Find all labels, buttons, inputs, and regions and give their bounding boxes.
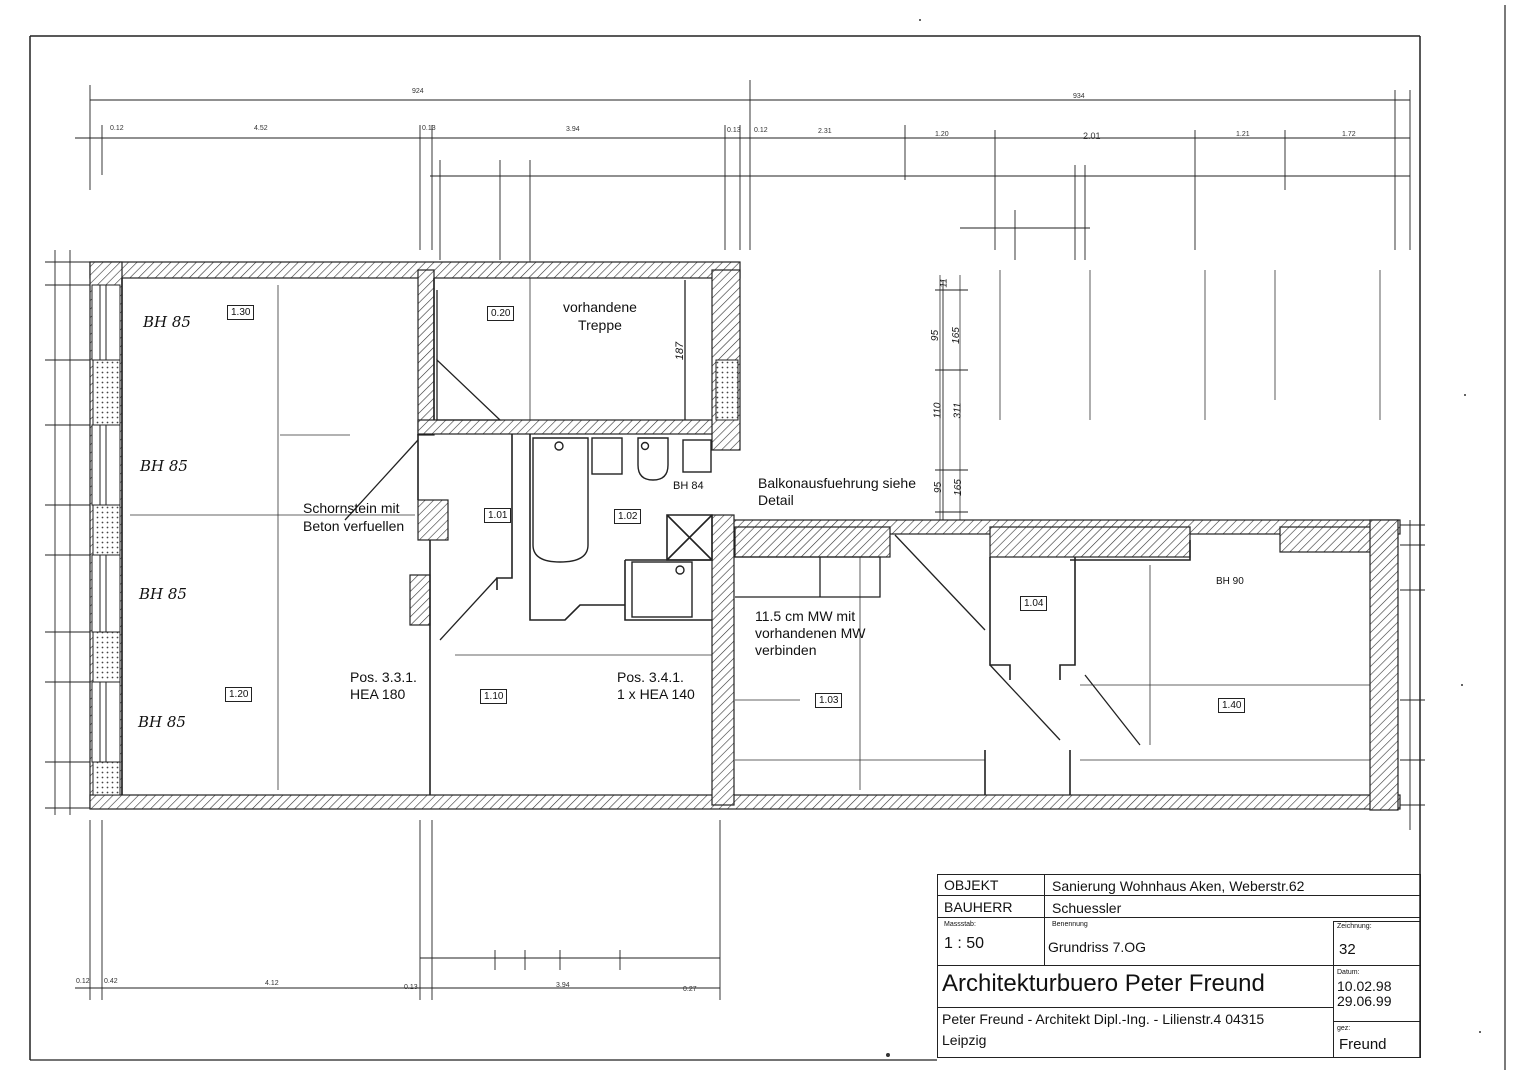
note-balcony: Balkonausfuehrung siehe Detail bbox=[758, 475, 917, 508]
top-dimension-lines bbox=[75, 80, 1411, 260]
drawing-number-label: Zeichnung: bbox=[1337, 923, 1372, 930]
drawing-name: Grundriss 7.OG bbox=[1048, 939, 1147, 955]
sheet-marks bbox=[886, 19, 1481, 1057]
room-number-1-10: 1.10 bbox=[480, 689, 508, 704]
window-height-label: BH 85 bbox=[139, 585, 187, 603]
office-address: Peter Freund - Architekt Dipl.-Ing. - Li… bbox=[942, 1011, 1265, 1027]
bauherr-label: BAUHERR bbox=[944, 899, 1013, 915]
drawing-number: 32 bbox=[1339, 941, 1356, 958]
dimension-top: 1.20 bbox=[935, 131, 949, 138]
bottom-dimension-lines bbox=[75, 820, 721, 1000]
dimension-top: 0.12 bbox=[110, 125, 124, 132]
dimension-top: 1.72 bbox=[1342, 131, 1356, 138]
note-existing-stairs: vorhandene Treppe bbox=[563, 299, 637, 333]
window-height-label: BH 85 bbox=[138, 713, 186, 731]
dimension-top: 0.12 bbox=[754, 127, 768, 134]
dimension-top: 2.01 bbox=[1083, 131, 1101, 141]
note-beam-hea180: Pos. 3.3.1. HEA 180 bbox=[350, 669, 417, 702]
handwritten-dimension: 95 bbox=[933, 481, 945, 494]
window-height-label: BH 84 bbox=[673, 480, 704, 492]
room-1-03-fixtures bbox=[735, 556, 881, 598]
room-number-1-40: 1.40 bbox=[1218, 698, 1246, 713]
objekt-label: OBJEKT bbox=[944, 877, 999, 893]
interior-partitions bbox=[121, 278, 1191, 795]
window-height-label: BH 85 bbox=[140, 457, 188, 475]
window-openings bbox=[91, 284, 739, 796]
office-name: Architekturbuero Peter Freund bbox=[942, 970, 1265, 997]
dimension-top: 0.13 bbox=[727, 127, 741, 134]
dimension-overall-right: 934 bbox=[1073, 93, 1085, 100]
note-wall-join: 11.5 cm MW mit vorhandenen MW verbinden bbox=[755, 608, 866, 658]
dimension-top: 1.21 bbox=[1236, 131, 1250, 138]
dimension-top: 0.13 bbox=[422, 125, 436, 132]
dimension-bottom: 0.27 bbox=[683, 986, 697, 993]
room-number-1-02: 1.02 bbox=[614, 509, 642, 524]
handwritten-dimension: 110 bbox=[932, 402, 944, 419]
dimension-bottom: 0.42 bbox=[104, 978, 118, 985]
date-2: 29.06.99 bbox=[1337, 993, 1392, 1009]
window-height-label: BH 85 bbox=[143, 313, 191, 331]
handwritten-dimension: 311 bbox=[952, 402, 964, 419]
window-height-label: BH 90 bbox=[1216, 576, 1244, 587]
handwritten-dimension: 95 bbox=[930, 329, 942, 342]
room-number-1-03: 1.03 bbox=[815, 693, 843, 708]
room-number-1-30: 1.30 bbox=[227, 305, 255, 320]
bathtub bbox=[532, 437, 589, 563]
dimension-bottom: 3.94 bbox=[556, 982, 570, 989]
scale-value: 1 : 50 bbox=[944, 935, 985, 952]
bauherr-value: Schuessler bbox=[1052, 900, 1122, 916]
handwritten-dimensions bbox=[935, 280, 968, 520]
handwritten-dimension: 11 bbox=[938, 278, 949, 288]
right-dimension-lines bbox=[1400, 520, 1425, 830]
sheet-frame bbox=[29, 5, 1506, 1070]
handwritten-dimension: 165 bbox=[950, 327, 962, 344]
dimension-bottom: 4.12 bbox=[265, 980, 279, 987]
dimension-top: 3.94 bbox=[566, 126, 580, 133]
left-dimension-lines bbox=[45, 250, 90, 815]
room-number-1-01: 1.01 bbox=[484, 508, 512, 523]
staircase bbox=[436, 280, 686, 421]
note-beam-hea140: Pos. 3.4.1. 1 x HEA 140 bbox=[617, 669, 695, 702]
office-city: Leipzig bbox=[942, 1032, 987, 1048]
room-number-1-04: 1.04 bbox=[1020, 596, 1048, 611]
room-number-0-20: 0.20 bbox=[487, 306, 515, 321]
room-number-1-20: 1.20 bbox=[225, 687, 253, 702]
note-chimney: Schornstein mit Beton verfuellen bbox=[303, 500, 405, 534]
scale-label: Massstab: bbox=[944, 921, 976, 928]
dimension-overall-left: 924 bbox=[412, 88, 424, 95]
date-label: Datum: bbox=[1337, 969, 1360, 976]
handwritten-dimension: 187 bbox=[674, 341, 687, 361]
wall-hatching bbox=[89, 261, 1401, 811]
handwritten-dimension: 165 bbox=[952, 479, 964, 496]
drawn-by: Freund bbox=[1339, 1036, 1387, 1053]
dimension-top: 4.52 bbox=[254, 125, 268, 132]
title-block: OBJEKT Sanierung Wohnhaus Aken, Weberstr… bbox=[937, 874, 1421, 1058]
dimension-bottom: 0.12 bbox=[76, 978, 90, 985]
date-1: 10.02.98 bbox=[1337, 978, 1392, 994]
dimension-bottom: 0.13 bbox=[404, 984, 418, 991]
diagonal-lines bbox=[344, 439, 1141, 746]
name-label: Benennung bbox=[1052, 921, 1088, 928]
dimension-top: 2.31 bbox=[818, 128, 832, 135]
objekt-value: Sanierung Wohnhaus Aken, Weberstr.62 bbox=[1052, 878, 1305, 894]
drawn-by-label: gez: bbox=[1337, 1025, 1351, 1032]
shower bbox=[631, 561, 693, 618]
toilet bbox=[591, 437, 712, 481]
